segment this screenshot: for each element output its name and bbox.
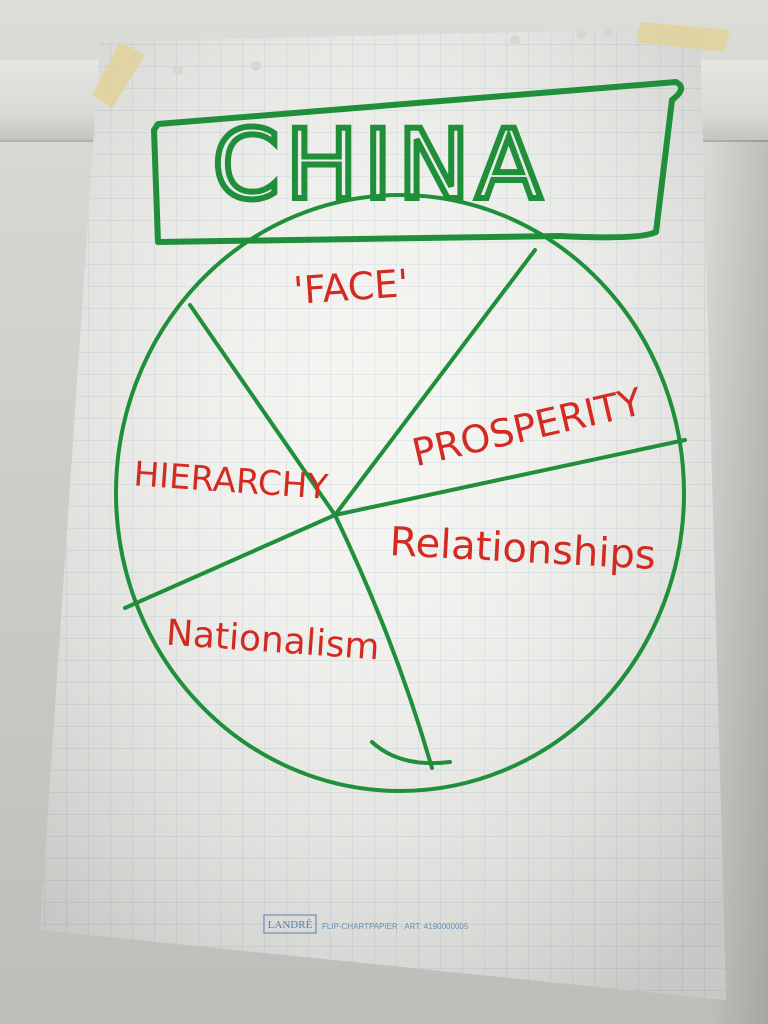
- divider-left: [123, 513, 337, 610]
- punch-hole: [576, 29, 586, 39]
- punch-hole: [603, 28, 613, 38]
- brand-logo-box: [263, 914, 317, 934]
- punch-hole: [251, 61, 261, 71]
- brand-footer-text: FLIP-CHARTPAPIER · ART. 4190000005: [322, 922, 469, 931]
- pie-dividers: [123, 248, 687, 770]
- segment-label-face: 'FACE': [292, 261, 410, 313]
- divider-upper-left: [188, 303, 337, 517]
- pie-outline: [114, 193, 686, 793]
- divider-right: [333, 438, 687, 517]
- divider-bottom: [333, 513, 434, 770]
- divider-upper-right: [333, 248, 537, 517]
- tape-right: [636, 22, 730, 52]
- title-box: [151, 79, 685, 245]
- paper-brand-footer: LANDRÉ FLIP-CHARTPAPIER · ART. 419000000…: [263, 914, 469, 934]
- title-text: CHINA: [212, 109, 547, 221]
- divider-bottom-flourish: [370, 740, 452, 766]
- punch-hole: [173, 65, 183, 75]
- tape-left: [92, 42, 145, 108]
- brand-logo-text: LANDRÉ: [268, 919, 313, 931]
- punch-hole: [510, 35, 520, 45]
